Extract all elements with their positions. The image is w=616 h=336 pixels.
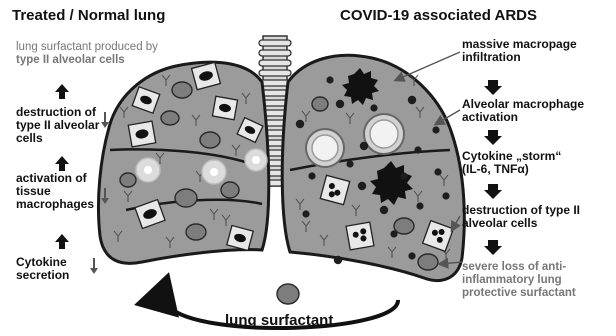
infiltrating-cell-dot [326, 76, 333, 83]
infiltrating-cell-dot [302, 210, 309, 217]
down-arrow-icon [90, 258, 98, 274]
step-line: cells [16, 131, 43, 145]
step-line: lung surfactant produced by [16, 41, 158, 53]
infiltrating-cell-dot [358, 182, 366, 190]
infiltrating-cell-dot [296, 120, 304, 128]
right-lung [282, 55, 464, 280]
infiltrating-cell-dot [400, 172, 407, 179]
infiltrating-cell-dot [334, 256, 342, 264]
step-line: inflammatory lung [462, 274, 562, 286]
step-line: activation of [16, 171, 88, 185]
step-line: infiltration [462, 50, 521, 64]
down-arrow-icon [484, 80, 502, 95]
down-arrow-icon [484, 184, 502, 199]
infiltrating-cell-dot [434, 168, 441, 175]
up-arrow-icon [55, 84, 69, 99]
up-arrow-icon [55, 156, 69, 171]
step-line: massive macropage [462, 37, 577, 51]
step-line: secretion [16, 268, 69, 282]
infiltrating-cell-dot [380, 206, 388, 214]
infiltrating-cell-dot [408, 96, 416, 104]
infiltrating-cell-dot [336, 100, 344, 108]
down-arrow-icon [484, 130, 502, 145]
infiltrating-cell-dot [416, 202, 423, 209]
down-arrow-icon [101, 112, 109, 128]
step-line: activation [462, 110, 518, 124]
step-line: destruction of type II [462, 203, 580, 217]
infiltrating-cell-dot [414, 146, 421, 153]
surfactant-particle [277, 284, 299, 304]
infiltrating-cell-dot [432, 126, 439, 133]
infiltrating-cell-dot [370, 104, 377, 111]
step-line: type II alveolar cells [16, 54, 125, 66]
step-line: Cytokine „storm“ [462, 149, 561, 163]
down-arrow-icon [484, 240, 502, 255]
infiltrating-cell-dot [308, 172, 315, 179]
infiltrating-cell-dot [442, 192, 449, 199]
infiltrating-cell-dot [408, 252, 415, 259]
step-line: destruction of [16, 105, 97, 119]
step-line: type II alveolar [16, 118, 100, 132]
left-title: Treated / Normal lung [12, 7, 165, 24]
infiltrating-cell-dot [346, 160, 353, 167]
infiltrating-cell-dot [360, 142, 368, 150]
step-line: tissue [16, 184, 51, 198]
right-title: COVID-19 associated ARDS [340, 7, 537, 24]
step-line: severe loss of anti- [462, 261, 566, 273]
step-line: Cytokine [16, 255, 67, 269]
up-arrow-icon [55, 234, 69, 249]
step-line: protective surfactant [462, 287, 576, 299]
step-line: (IL-6, TNFα) [462, 162, 529, 176]
left-lung [98, 62, 268, 263]
step-line: alveolar cells [462, 216, 538, 230]
step-line: macrophages [16, 197, 94, 211]
step-line: Alveolar macrophage [462, 97, 584, 111]
